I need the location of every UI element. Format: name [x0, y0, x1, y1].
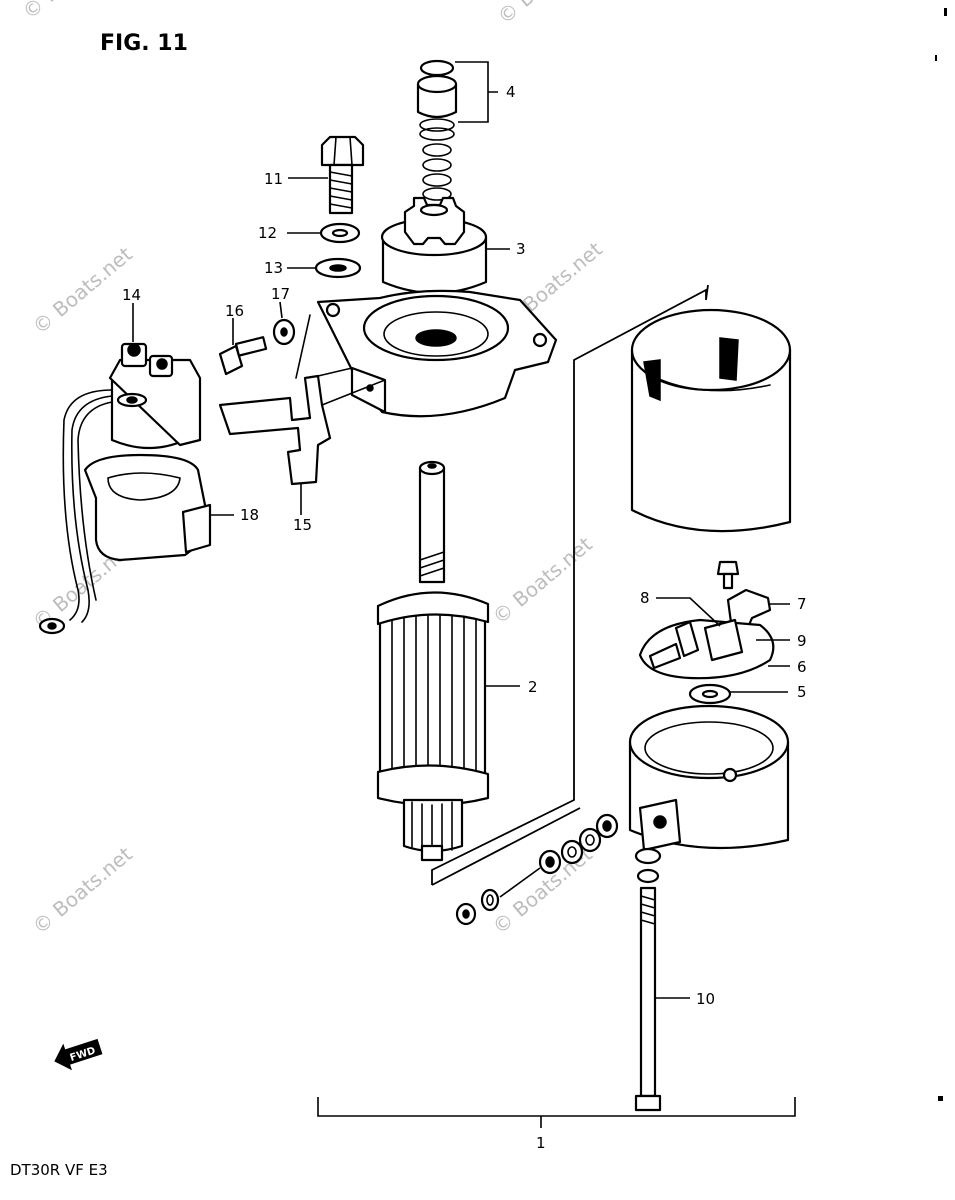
callout-number: 1 — [536, 1134, 546, 1152]
callout-number: 12 — [258, 224, 277, 242]
callout-number: 6 — [797, 658, 807, 676]
callout-number: 2 — [528, 678, 538, 696]
edge-mark — [938, 1096, 943, 1101]
callout-number: 7 — [797, 595, 807, 613]
watermark: © Boats.net — [28, 242, 137, 339]
part-rear-bracket — [628, 704, 790, 852]
callout-number: 11 — [264, 170, 283, 188]
assembly-frame — [431, 284, 709, 885]
callout-number: 5 — [797, 683, 807, 701]
figure-title: FIG. 11 — [100, 31, 188, 56]
part-12-lock-washer — [319, 222, 361, 244]
callout-leader-17 — [279, 301, 283, 319]
part-15-bracket — [218, 314, 386, 486]
part-brush-holder-screw — [716, 560, 740, 590]
part-10-through-bolt — [634, 847, 662, 1112]
edge-mark — [935, 55, 937, 61]
callout-number: 14 — [122, 286, 141, 304]
callout-number: 4 — [506, 83, 516, 101]
fwd-arrow-icon: FWD — [54, 1038, 103, 1071]
callout-number: 13 — [264, 259, 283, 277]
part-yoke — [630, 308, 792, 533]
callout-number: 16 — [225, 302, 244, 320]
washer-guide-line — [499, 867, 541, 898]
part-front-bracket — [316, 289, 558, 418]
part-5-washer — [688, 683, 732, 705]
callout-bracket-4 — [455, 61, 498, 123]
assembly-frame-link — [431, 807, 581, 886]
part-16-screw — [218, 336, 268, 376]
callout-leader-8 — [656, 597, 721, 627]
part-6-brush-holder — [638, 618, 775, 680]
watermark: © Boats.net — [18, 0, 127, 24]
model-label: DT30R VF E3 — [10, 1161, 108, 1179]
part-3-drive-pinion — [380, 196, 488, 295]
callout-number: 18 — [240, 506, 259, 524]
callout-number: 8 — [640, 589, 650, 607]
watermark: © Boats.net — [28, 842, 137, 939]
callout-number: 3 — [516, 240, 526, 258]
part-13-washer — [314, 257, 362, 279]
part-11-bolt — [320, 135, 365, 215]
callout-number: 9 — [797, 632, 807, 650]
callout-bracket-1 — [317, 1097, 796, 1128]
callout-number: 17 — [271, 285, 290, 303]
callout-number: 10 — [696, 990, 715, 1008]
part-17-washer — [272, 318, 296, 346]
edge-mark — [944, 8, 947, 16]
part-4-pinion-stop-set — [416, 59, 458, 201]
part-thrust-washers — [455, 813, 619, 926]
part-18-relay-boot — [83, 453, 212, 562]
callout-numbers: 1 2 3 4 5 6 7 8 9 10 11 12 13 14 15 16 1… — [122, 83, 807, 1152]
callout-number: 15 — [293, 516, 312, 534]
watermark: © Boats.net — [493, 0, 602, 29]
part-14-starter-relay — [38, 342, 202, 635]
watermark: © Boats.net — [488, 532, 597, 629]
part-2-armature — [376, 460, 490, 862]
